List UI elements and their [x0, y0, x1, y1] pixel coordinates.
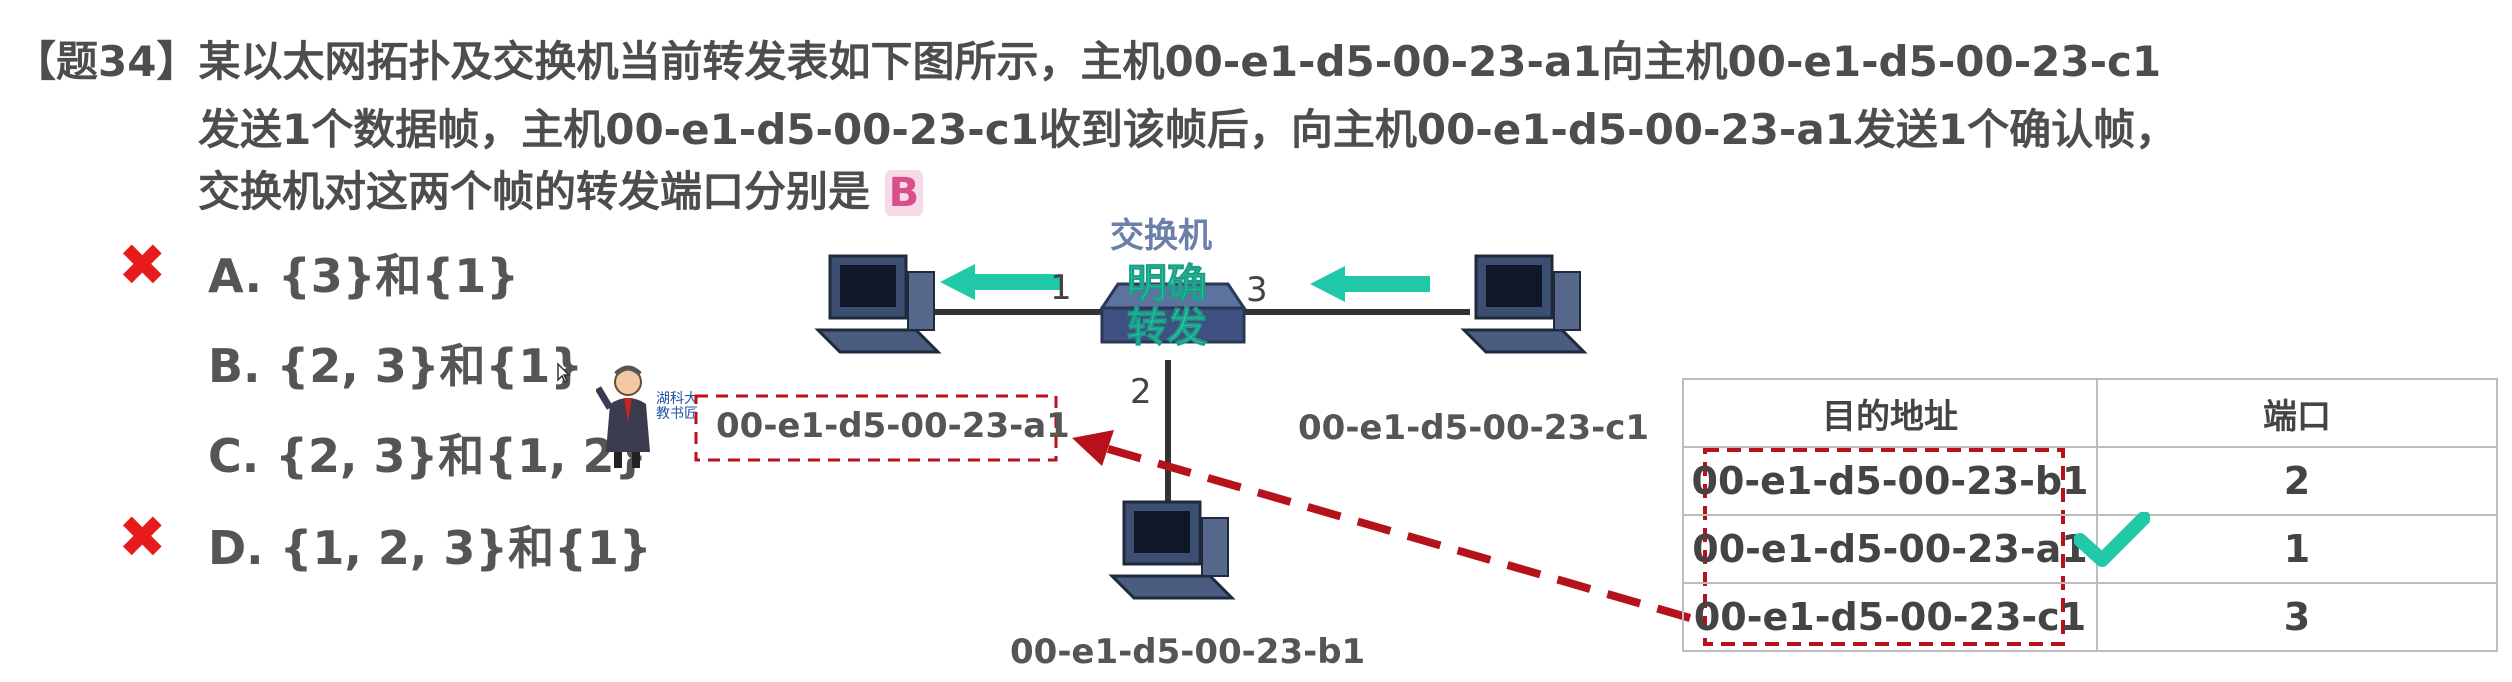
mouse-cursor-icon: [557, 362, 571, 384]
table-row: 00-e1-d5-00-23-b1 2: [1682, 446, 2498, 516]
question-line-1: 【题34】某以太网拓扑及交换机当前转发表如下图所示，主机00-e1-d5-00-…: [14, 28, 2161, 89]
host-left-mac: 00-e1-d5-00-23-a1: [716, 406, 1070, 446]
host-left-computer-icon: [814, 254, 942, 354]
question-text-3: 交换机对这两个帧的转发端口分别是: [198, 167, 871, 216]
wrong-mark-icon: ✖: [118, 231, 167, 299]
port-label-2: 2: [1130, 372, 1152, 412]
highlight-box-mac-a1: [694, 394, 1058, 462]
host-right-computer-icon: [1460, 254, 1588, 354]
teal-arrow-left-head: [940, 264, 975, 300]
host-bottom-computer-icon: [1108, 500, 1236, 600]
table-header-row: 目的地址 端口: [1682, 378, 2498, 448]
option-c: C. {2, 3}和{1, 2}: [208, 429, 648, 483]
table-cell-address: 00-e1-d5-00-23-b1: [1682, 446, 2098, 516]
teal-arrow-right-head: [1310, 266, 1345, 302]
forwarding-annotation: 明确 转发: [1112, 261, 1222, 351]
teacher-text-2: 教书匠: [656, 406, 698, 423]
question-tag: 【题34】: [14, 37, 199, 86]
question-text-1: 某以太网拓扑及交换机当前转发表如下图所示，主机00-e1-d5-00-23-a1…: [198, 37, 2162, 86]
switch-label: 交换机: [1110, 216, 1212, 256]
wrong-mark-icon: ✖: [118, 503, 167, 571]
table-row: 00-e1-d5-00-23-a1 1: [1682, 514, 2498, 584]
answer-badge: B: [884, 170, 924, 216]
teacher-avatar: [596, 365, 650, 468]
switch-icon: [1099, 282, 1247, 344]
option-a: A. {3}和{1}: [208, 249, 519, 303]
annotation-line-1: 明确: [1127, 261, 1208, 307]
table-cell-port: 2: [2096, 446, 2498, 516]
dashed-pointer-arrow-head: [1072, 430, 1114, 466]
question-line-3: 交换机对这两个帧的转发端口分别是 B: [198, 158, 924, 219]
column-header-port: 端口: [2096, 378, 2498, 448]
column-header-address: 目的地址: [1682, 378, 2098, 448]
port-label-1: 1: [1050, 268, 1072, 308]
host-bottom-mac: 00-e1-d5-00-23-b1: [1010, 632, 1366, 672]
table-cell-address: 00-e1-d5-00-23-a1: [1682, 514, 2098, 584]
option-b: B. {2, 3}和{1}: [208, 339, 584, 393]
forwarding-table: 目的地址 端口 00-e1-d5-00-23-b1 2 00-e1-d5-00-…: [1682, 378, 2498, 652]
annotation-line-2: 转发: [1127, 305, 1208, 351]
table-cell-address: 00-e1-d5-00-23-c1: [1682, 582, 2098, 652]
table-cell-port: 1: [2096, 514, 2498, 584]
teacher-text-1: 湖科大: [656, 391, 698, 407]
option-d: D. {1, 2, 3}和{1}: [208, 521, 652, 575]
question-line-2: 发送1个数据帧，主机00-e1-d5-00-23-c1收到该帧后，向主机00-e…: [198, 105, 2178, 154]
teacher-watermark: 湖科大 教书匠: [656, 391, 698, 423]
host-right-mac: 00-e1-d5-00-23-c1: [1298, 408, 1650, 448]
checkmark-icon: [2074, 512, 2150, 567]
port-label-3: 3: [1246, 270, 1268, 310]
table-cell-port: 3: [2096, 582, 2498, 652]
table-row: 00-e1-d5-00-23-c1 3: [1682, 582, 2498, 652]
